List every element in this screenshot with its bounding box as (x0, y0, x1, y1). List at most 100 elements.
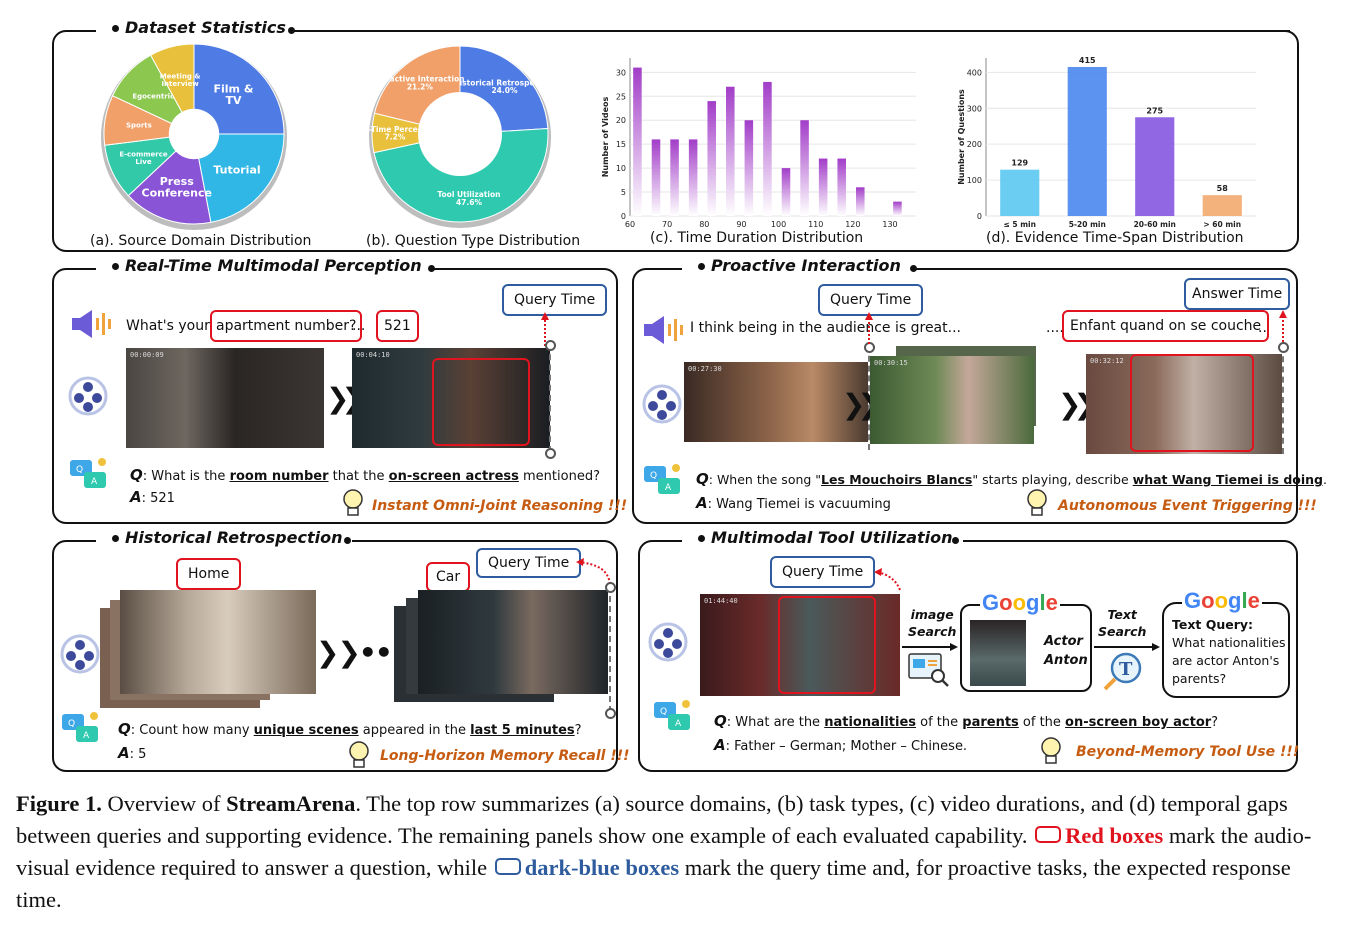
pie-label-film-tv: TV (225, 94, 242, 107)
pi-callout: Autonomous Event Triggering !!! (1058, 498, 1317, 514)
pie-label-historical-retrospection: Historical Retrospection (453, 78, 555, 87)
x-tick-label: 100 (771, 220, 786, 229)
y-axis-label: Number of Videos (601, 96, 610, 177)
bar-77 (688, 139, 698, 216)
pie-label-meeting-interview: Interview (161, 80, 199, 88)
hr-query-time: Query Time (476, 548, 582, 578)
pi-visual-evidence (1130, 354, 1254, 452)
x-tick-label: > 60 min (1203, 220, 1241, 229)
pie-label-historical-retrospection: 24.0% (491, 86, 518, 95)
pi-answer-time: Answer Time (1184, 278, 1291, 310)
x-tick-label: 130 (882, 220, 897, 229)
hr-home-frame (120, 590, 316, 694)
audio-icon (72, 310, 111, 338)
tool-callout: Beyond-Memory Tool Use !!! (1076, 744, 1300, 760)
bar-value-label: 415 (1079, 56, 1096, 65)
bar-97 (763, 81, 772, 216)
y-tick-label: 100 (967, 176, 982, 185)
google-logo: Google (1182, 588, 1262, 614)
x-tick-label: 110 (808, 220, 823, 229)
pi-query-timeline (868, 346, 870, 450)
hr-evidence-car: Car (426, 562, 471, 592)
x-tick-label: 5-20 min (1069, 220, 1106, 229)
hr-callout: Long-Horizon Memory Recall !!! (380, 748, 630, 764)
pie-slice-film-tv (193, 43, 285, 135)
svg-text:T: T (1119, 659, 1133, 680)
text-query: Text Query: What nationalities are actor… (1172, 617, 1286, 686)
x-tick-label: ≤ 5 min (1004, 220, 1036, 229)
pie-label-tool-utilization: 47.6% (456, 198, 483, 207)
y-tick-label: 25 (616, 92, 626, 101)
rtp-timeline-end (545, 448, 556, 459)
bar-5-20-min (1067, 66, 1107, 217)
bar-60-min (1202, 195, 1242, 216)
bar-87 (726, 86, 735, 217)
hr-answer: A: 5 (118, 744, 147, 762)
bar-value-label: 129 (1011, 159, 1028, 168)
text-search-icon: T (1103, 652, 1142, 691)
hr-question: Q: Count how many unique scenes appeared… (118, 720, 582, 738)
pie-label-e-commerce-live: E-commerce (119, 151, 168, 159)
rtp-ellipsis: ... (352, 318, 366, 334)
x-tick-label: 70 (662, 220, 672, 229)
bar-117 (837, 158, 846, 216)
dataset-statistics-title: Dataset Statistics (96, 18, 296, 37)
pi-query-time: Query Time (818, 284, 924, 316)
rtp-query-arrow (541, 312, 549, 346)
rtp-frame-1: 00:00:09 (126, 348, 324, 448)
pi-answer: A: Wang Tiemei is vacuuming (696, 494, 891, 512)
video-reel-icon (642, 384, 682, 424)
hr-timeline-start (605, 582, 616, 593)
pi-next-arrow-2: ❯❯ (1058, 388, 1097, 421)
bar-112 (818, 158, 828, 216)
y-tick-label: 0 (977, 212, 982, 221)
figure-caption: Figure 1. Overview of StreamArena. The t… (16, 791, 1312, 912)
google-logo: Google (980, 590, 1060, 616)
image-search-arrow (902, 643, 958, 651)
svg-text:Q: Q (650, 471, 657, 481)
pie-label-tutorial: Tutorial (213, 163, 260, 176)
qa-icon: QA (62, 712, 98, 742)
y-tick-label: 200 (967, 140, 982, 149)
rtp-question: Q: What is the room number that the on-s… (130, 466, 600, 484)
bar-107 (800, 120, 809, 216)
audio-icon (644, 316, 683, 344)
tool-question: Q: What are the nationalities of the par… (714, 712, 1219, 730)
qa-icon: QA (70, 458, 106, 488)
proactive-interaction-panel: Proactive Interaction Query Time Answer … (632, 256, 1327, 524)
pi-query-arrow (865, 312, 873, 344)
y-axis-label: Number of Questions (957, 89, 966, 185)
rtp-speech-evidence: apartment number? (210, 310, 363, 342)
realtime-perception-panel: Real-Time Multimodal Perception What's y… (52, 256, 627, 524)
svg-text:Q: Q (68, 719, 75, 729)
pi-next-arrow-1: ❯❯ (842, 388, 881, 421)
pi-frame-3: 00:32:12 (1086, 354, 1282, 454)
rtp-answer-evidence: 521 (376, 310, 419, 342)
pie-label-real-time-perception: Real-Time Perception (364, 125, 440, 134)
tool-visual-evidence (778, 596, 876, 694)
x-tick-label: 120 (845, 220, 860, 229)
pi-answer-arrow (1279, 310, 1287, 342)
hr-title: Historical Retrospection (96, 528, 353, 547)
svg-text:A: A (83, 731, 90, 741)
bar-62 (633, 67, 642, 216)
bar-132 (893, 201, 902, 216)
google-text-result-box: Google Text Query: What nationalities ar… (1162, 588, 1290, 698)
hr-timeline (609, 586, 611, 712)
bar-72 (670, 139, 679, 216)
pie-label-egocentric: Egocentric (132, 92, 174, 100)
y-tick-label: 0 (621, 212, 626, 221)
tool-answer: A: Father – German; Mother – Chinese. (714, 736, 968, 754)
y-tick-label: 5 (621, 188, 626, 197)
rtp-timeline-start (545, 340, 556, 351)
pie-label-e-commerce-live: Live (135, 158, 151, 166)
pie-label-real-time-perception: 7.2% (385, 133, 406, 142)
y-tick-label: 300 (967, 104, 982, 113)
pie-hole (168, 108, 220, 160)
svg-text:Q: Q (76, 465, 83, 475)
